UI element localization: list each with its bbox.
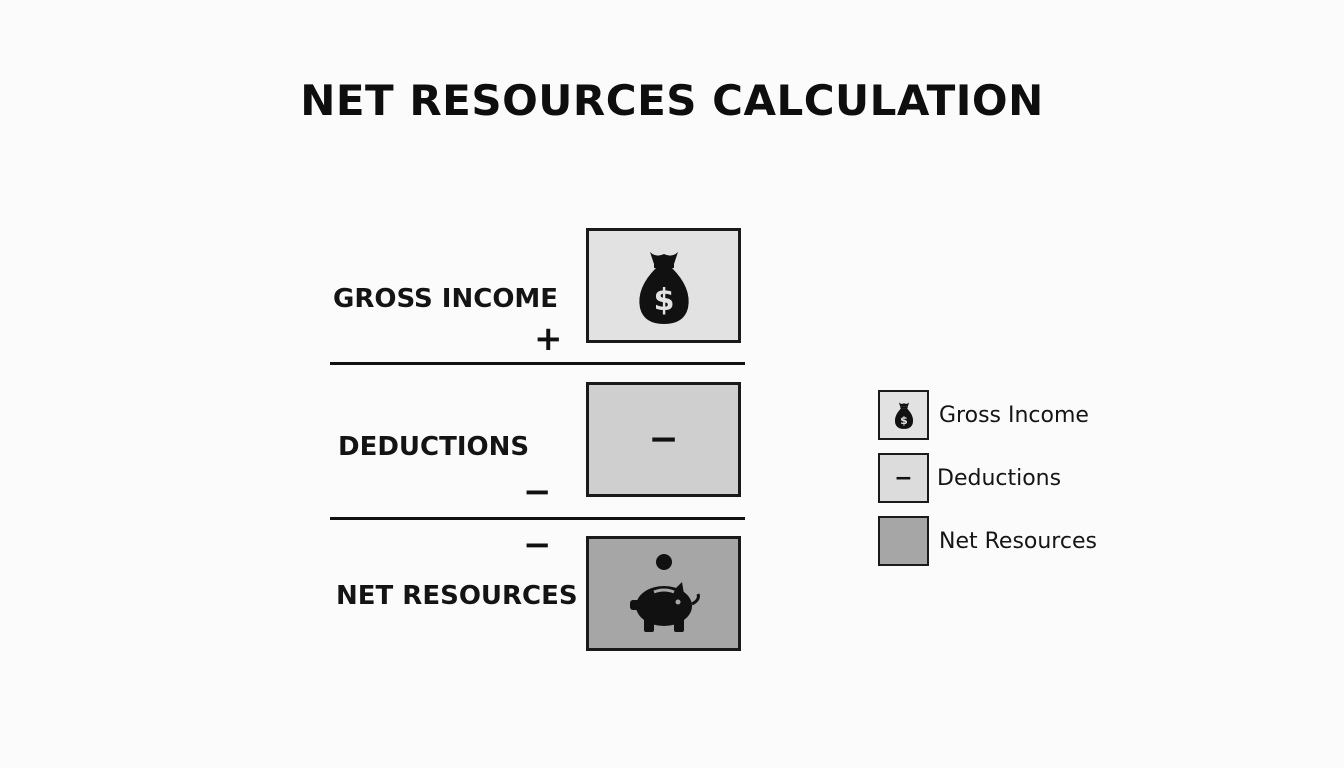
deductions-label: DEDUCTIONS xyxy=(338,432,530,462)
net-resources-label: NET RESOURCES xyxy=(336,581,578,611)
minus-symbol: − xyxy=(648,419,679,460)
deductions-box: − xyxy=(586,382,741,497)
minus-symbol: − xyxy=(894,465,913,491)
svg-text:$: $ xyxy=(900,414,908,427)
legend-item-deductions: − Deductions xyxy=(878,453,1061,503)
minus-operator: − xyxy=(523,472,552,512)
gross-income-box: $ xyxy=(586,228,741,343)
gross-income-label: GROSS INCOME xyxy=(333,284,559,314)
plus-operator: + xyxy=(534,319,563,359)
net-resources-box xyxy=(586,536,741,651)
piggy-bank-icon xyxy=(629,553,700,632)
divider-bottom xyxy=(330,517,745,520)
legend-swatch-deductions: − xyxy=(878,453,929,503)
legend-swatch-gross-income: $ xyxy=(878,390,929,440)
legend-label-gross-income: Gross Income xyxy=(939,402,1089,428)
legend-item-net-resources: Net Resources xyxy=(878,516,1097,566)
legend-item-gross-income: $ Gross Income xyxy=(878,390,1089,440)
diagram-title: NET RESOURCES CALCULATION xyxy=(300,76,1044,125)
legend-label-deductions: Deductions xyxy=(937,465,1062,491)
net-minus-operator: − xyxy=(523,525,552,565)
svg-text:$: $ xyxy=(653,283,674,318)
divider-top xyxy=(330,362,745,365)
money-bag-icon: $ xyxy=(638,251,689,324)
legend-swatch-net-resources xyxy=(878,516,929,566)
legend-label-net-resources: Net Resources xyxy=(939,528,1097,554)
money-bag-icon: $ xyxy=(894,402,913,429)
